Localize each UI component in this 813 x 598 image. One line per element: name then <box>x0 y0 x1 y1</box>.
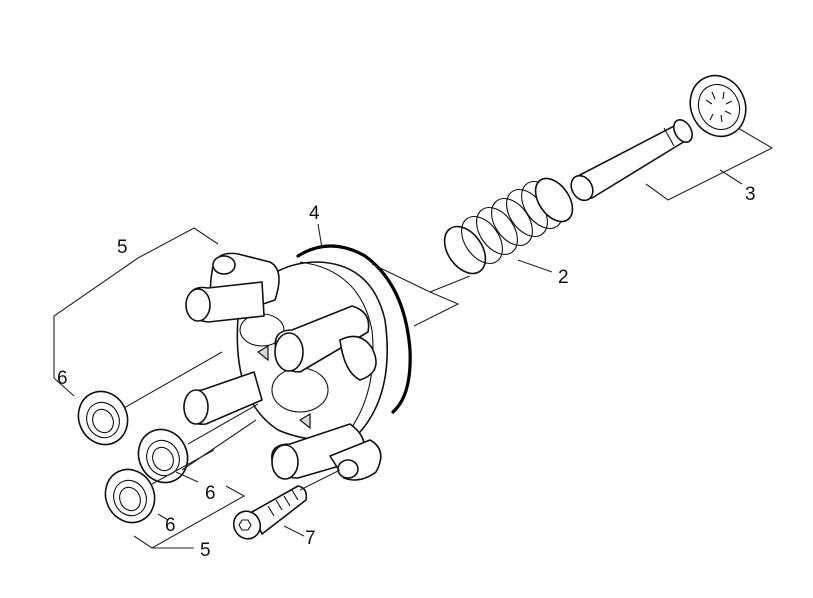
callout-5-upper: 5 <box>117 237 128 258</box>
callout-5-lower: 5 <box>200 540 211 561</box>
leader-lines <box>53 127 774 549</box>
callout-labels: 2 3 4 5 5 6 6 6 7 <box>57 184 756 561</box>
seal-lower <box>104 468 156 524</box>
pin <box>570 119 693 202</box>
socket-screw <box>232 485 308 540</box>
valve-housing <box>183 252 388 481</box>
seal-upper <box>77 390 129 446</box>
o-ring <box>296 244 412 414</box>
callout-2: 2 <box>558 267 569 288</box>
callout-3: 3 <box>745 184 756 205</box>
spring <box>443 177 574 275</box>
callout-7: 7 <box>305 528 316 549</box>
seal-middle <box>137 428 189 484</box>
callout-6-upper: 6 <box>57 368 68 389</box>
callout-6-middle: 6 <box>205 483 216 504</box>
callout-4: 4 <box>309 203 320 224</box>
callout-6-lower: 6 <box>165 515 176 536</box>
snap-ring <box>689 74 747 138</box>
